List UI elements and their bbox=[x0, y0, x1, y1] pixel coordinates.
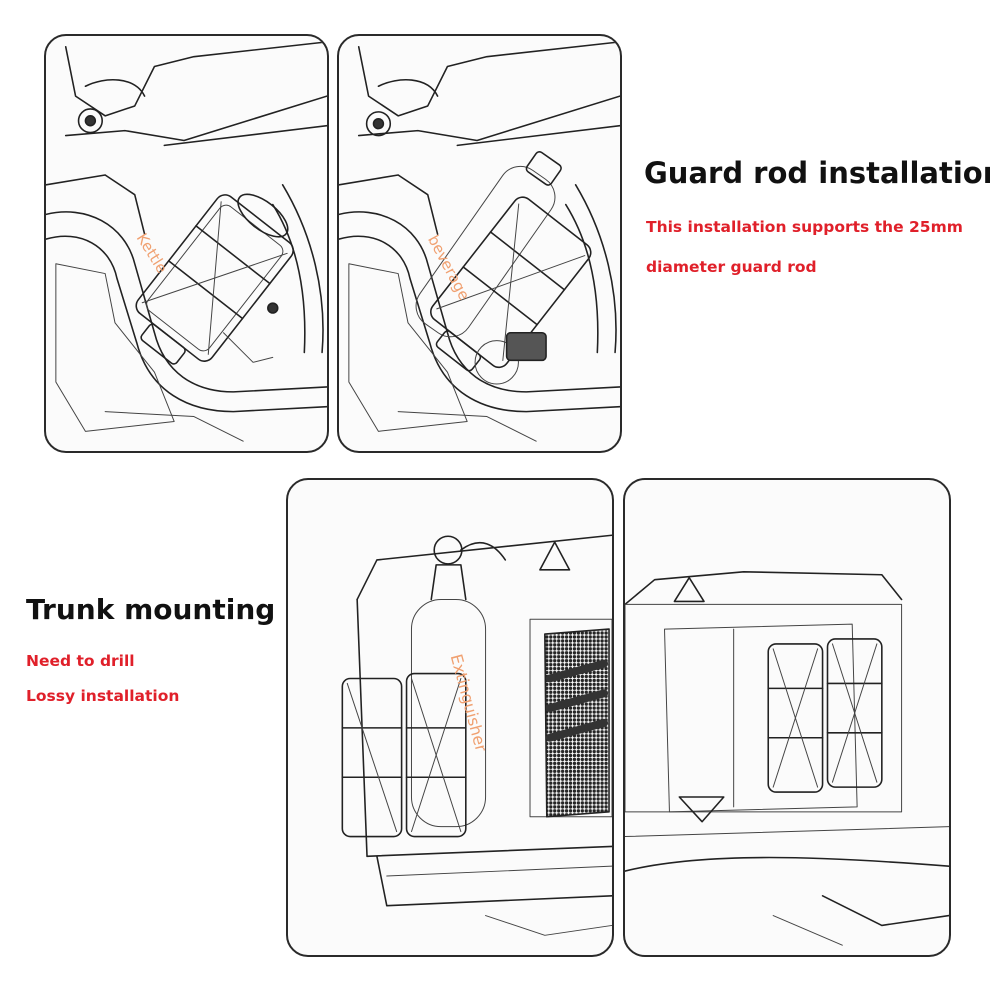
trunk-holders-photo bbox=[623, 478, 951, 957]
trunk-note-line-1: Need to drill bbox=[26, 652, 135, 670]
guard-rod-beverage-photo bbox=[337, 34, 622, 453]
beverage-holder-sketch bbox=[339, 41, 620, 442]
trunk-note-line-2: Lossy installation bbox=[26, 687, 180, 705]
guard-rod-title: Guard rod installation bbox=[644, 156, 990, 190]
guard-rod-note-line-2: diameter guard rod bbox=[646, 258, 817, 276]
trunk-holders-sketch bbox=[625, 571, 949, 946]
guard-rod-note-line-1: This installation supports the 25mm bbox=[646, 218, 963, 236]
trunk-mounting-title: Trunk mounting bbox=[26, 593, 276, 626]
guard-rod-kettle-photo bbox=[44, 34, 329, 453]
trunk-extinguisher-photo bbox=[286, 478, 614, 957]
kettle-holder-sketch bbox=[46, 41, 327, 442]
trunk-extinguisher-sketch bbox=[341, 534, 612, 936]
